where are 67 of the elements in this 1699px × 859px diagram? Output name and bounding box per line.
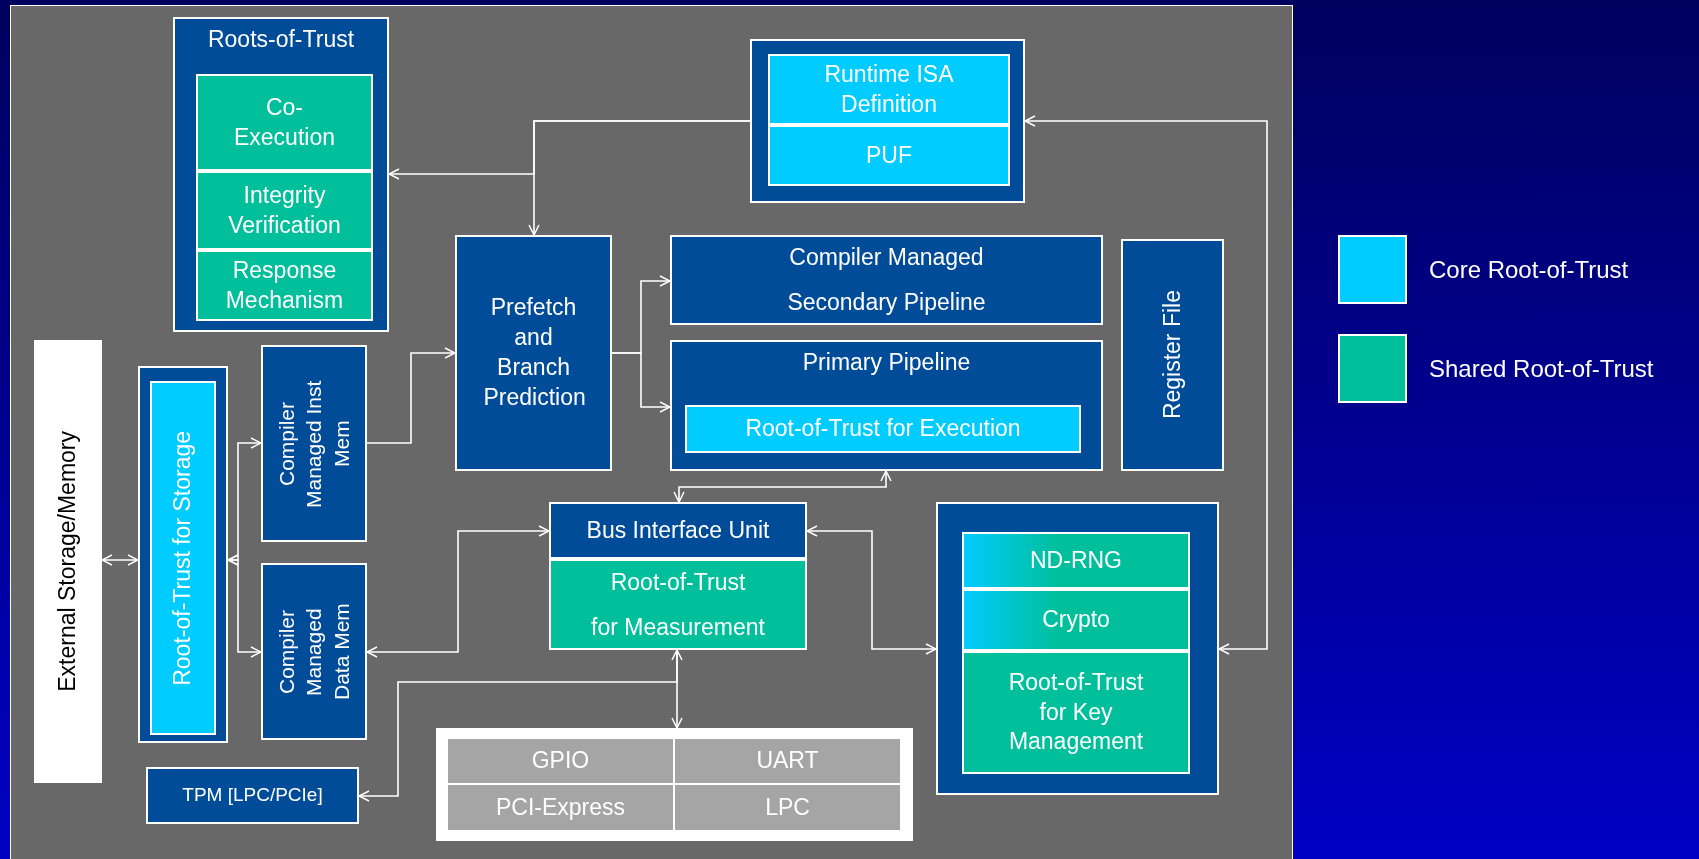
block-box: [447, 784, 674, 831]
block-label: Crypto: [1041, 605, 1111, 635]
connector-arrow: [101, 554, 139, 566]
block-label: Root-of-Trust for Key Management: [1007, 667, 1145, 757]
block-box: [196, 250, 373, 321]
block-box: [261, 563, 367, 740]
block-box: [455, 235, 612, 471]
block-label: PCI-Express: [494, 792, 627, 822]
block-label: Root-of-Trust for Execution: [744, 414, 1022, 444]
block-box: [962, 532, 1190, 589]
block-label: Integrity Verification: [227, 180, 342, 240]
block-box: [34, 340, 102, 783]
block-label: Runtime ISA Definition: [823, 59, 955, 119]
block-box: [173, 17, 389, 332]
block-box: [962, 589, 1190, 651]
block-label: ND-RNG: [1029, 545, 1123, 575]
block-box: [447, 738, 674, 784]
block-box: [196, 74, 373, 171]
block-box: [261, 345, 367, 542]
block-label: GPIO: [530, 746, 591, 776]
legend-label: Core Root-of-Trust: [1429, 255, 1629, 284]
block-label: Compiler Managed Data Mem: [274, 602, 354, 702]
connector-arrow: [366, 525, 550, 658]
block-label: UART: [755, 746, 820, 776]
block-box: [146, 767, 359, 824]
block-box: [674, 738, 901, 784]
block-box: [1121, 239, 1224, 471]
block-label: PUF: [865, 140, 913, 170]
block-box: [150, 381, 216, 735]
block-box: [670, 340, 1103, 471]
connector-arrow: [673, 470, 892, 503]
connector-arrow: [528, 120, 751, 236]
container-box: [138, 366, 228, 743]
block-label: TPM [LPC/PCIe]: [181, 783, 324, 808]
block-label: External Storage/Memory: [53, 430, 82, 694]
block-label: Register File: [1157, 289, 1186, 422]
block-box: [962, 651, 1190, 774]
block-box: [768, 125, 1010, 186]
container-box: [936, 502, 1219, 795]
block-label: Prefetch and Branch Prediction: [482, 293, 587, 412]
block-box: [685, 405, 1081, 453]
block-label: Roots-of-Trust: [206, 25, 356, 54]
container-box: [436, 728, 913, 841]
block-box: [674, 784, 901, 831]
connector-arrow: [806, 525, 937, 655]
block-box: [549, 502, 807, 559]
block-label: Root-of-Trust for Storage: [168, 429, 197, 688]
block-label: Compiler Managed Secondary Pipeline: [786, 243, 987, 317]
container-box: [750, 39, 1025, 203]
block-label: Bus Interface Unit: [585, 515, 771, 545]
block-label: Root-of-Trust for Measurement: [590, 567, 766, 642]
legend-label: Shared Root-of-Trust: [1429, 354, 1654, 383]
block-box: [768, 54, 1010, 125]
block-box: [549, 559, 807, 650]
connector-arrow: [366, 347, 456, 444]
block-label: LPC: [764, 792, 811, 822]
connector-arrow: [227, 554, 262, 658]
block-box: [670, 235, 1103, 325]
block-label: Compiler Managed Inst Mem: [274, 378, 354, 510]
block-box: [196, 171, 373, 250]
block-label: Co-Execution: [233, 92, 336, 152]
block-label: Response Mechanism: [224, 255, 345, 315]
block-label: Primary Pipeline: [801, 348, 972, 377]
connector-arrow: [358, 649, 678, 802]
connector-arrow: [611, 352, 671, 413]
connector-arrow: [671, 649, 683, 729]
connector-arrow: [1024, 115, 1268, 655]
